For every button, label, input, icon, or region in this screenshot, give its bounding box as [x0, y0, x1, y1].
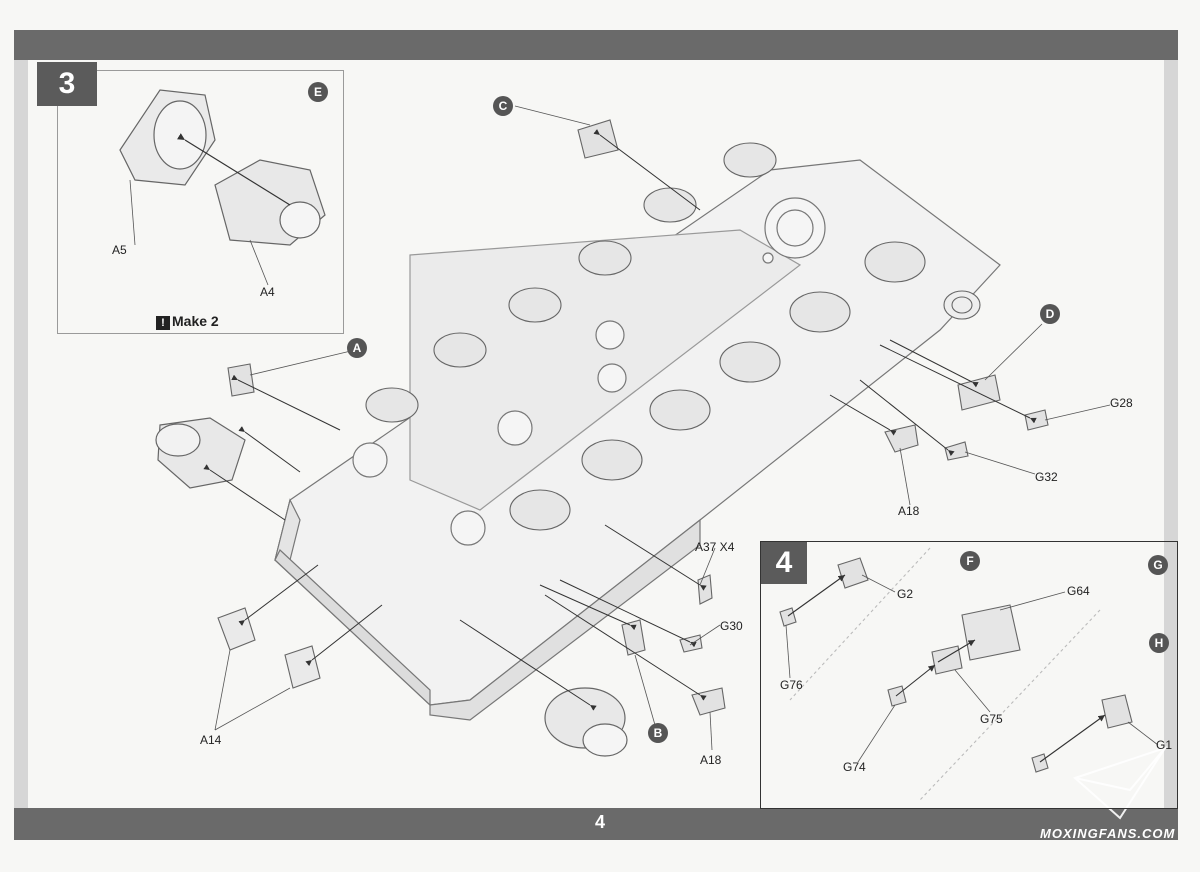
small-parts — [227, 119, 1049, 716]
label-g30: G30 — [720, 619, 743, 633]
callout-a-circle: A — [347, 338, 367, 358]
left-edge-strip — [14, 30, 28, 840]
label-g74: G74 — [843, 760, 866, 774]
plates-a14 — [217, 607, 321, 689]
assembly-arrows — [203, 129, 1037, 711]
inset-step4-art — [779, 547, 1159, 801]
label-a37x4: A37 X4 — [695, 540, 735, 554]
label-a14: A14 — [200, 733, 222, 747]
suspension-mounts — [365, 142, 926, 531]
label-g28: G28 — [1110, 396, 1133, 410]
callout-f-circle: F — [960, 551, 980, 571]
inset-e-art — [119, 89, 326, 286]
label-g76: G76 — [780, 678, 803, 692]
label-g2: G2 — [897, 587, 914, 601]
warning-icon: ! — [156, 316, 170, 330]
label-a4: A4 — [260, 285, 275, 299]
label-g64: G64 — [1067, 584, 1090, 598]
callout-e-circle: E — [308, 82, 328, 102]
label-g1: G1 — [1156, 738, 1173, 752]
page-number: 4 — [594, 812, 605, 832]
callout-g-circle: G — [1148, 555, 1168, 575]
step3-number: 3 — [37, 62, 97, 106]
step4-number: 4 — [761, 542, 807, 584]
callout-c-circle: C — [493, 96, 513, 116]
final-drive-left — [155, 417, 246, 489]
label-g32: G32 — [1035, 470, 1058, 484]
step4-inset-box — [760, 541, 1178, 809]
label-a5: A5 — [112, 243, 127, 257]
callout-h-circle: H — [1149, 633, 1169, 653]
make-2-text: Make 2 — [172, 313, 219, 329]
side-port — [943, 290, 981, 320]
top-bar — [14, 30, 1178, 60]
label-g75: G75 — [980, 712, 1003, 726]
watermark-text: MOXINGFANS.COM — [1040, 826, 1176, 841]
callout-b-circle: B — [648, 723, 668, 743]
round-hatches — [352, 197, 826, 546]
label-a18-bottom: A18 — [700, 753, 722, 767]
final-drive-right — [544, 687, 628, 757]
bottom-bar — [14, 808, 1178, 840]
watermark-logo — [1073, 746, 1168, 820]
label-a18-right: A18 — [898, 504, 920, 518]
label-leaders — [214, 105, 1111, 751]
make-2-note: !Make 2 — [156, 313, 219, 330]
step3-inset-box — [57, 70, 344, 334]
callout-d-circle: D — [1040, 304, 1060, 324]
